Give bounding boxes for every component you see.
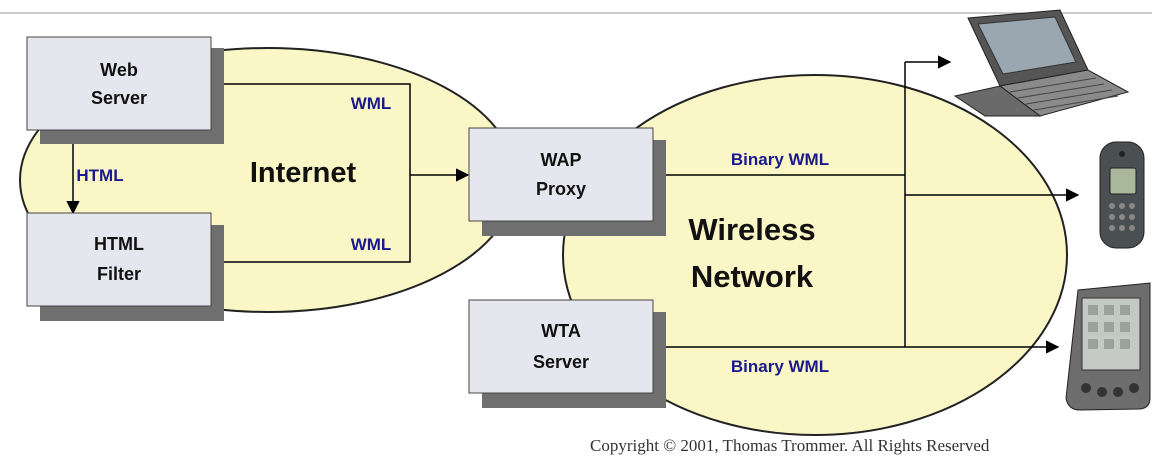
boxes — [26, 36, 654, 394]
wta-server-box — [468, 299, 654, 394]
wml-bracket-line — [212, 83, 411, 263]
wta-server-label-1: WTA — [541, 321, 581, 341]
wireless-connectors — [652, 55, 1080, 354]
wap-proxy-label-2: Proxy — [536, 179, 586, 199]
laptop-icon — [953, 9, 1130, 117]
wml-top-label: WML — [351, 94, 392, 113]
wireless-label: Wireless — [688, 212, 815, 247]
html-filter-box — [26, 212, 212, 307]
web-server-label-2: Server — [91, 88, 147, 108]
web-server-box — [26, 36, 212, 131]
html-edge-label: HTML — [76, 166, 123, 185]
wml-bottom-label: WML — [351, 235, 392, 254]
pda-icon — [1065, 282, 1151, 411]
html-filter-label-2: Filter — [97, 264, 141, 284]
web-server-label-1: Web — [100, 60, 138, 80]
wireless-network-cloud — [562, 74, 1068, 436]
html-filter-label-1: HTML — [94, 234, 144, 254]
wap-proxy-box — [468, 127, 654, 222]
wap-proxy-label-1: WAP — [540, 150, 581, 170]
binary-wml-top-label: Binary WML — [731, 150, 829, 169]
copyright-notice: Copyright © 2001, Thomas Trommer. All Ri… — [590, 436, 990, 455]
wta-server-label-2: Server — [533, 352, 589, 372]
binary-wml-bottom-label: Binary WML — [731, 357, 829, 376]
mobile-phone-icon — [1099, 141, 1145, 249]
internet-label: Internet — [250, 157, 357, 189]
network-label: Network — [691, 259, 814, 294]
